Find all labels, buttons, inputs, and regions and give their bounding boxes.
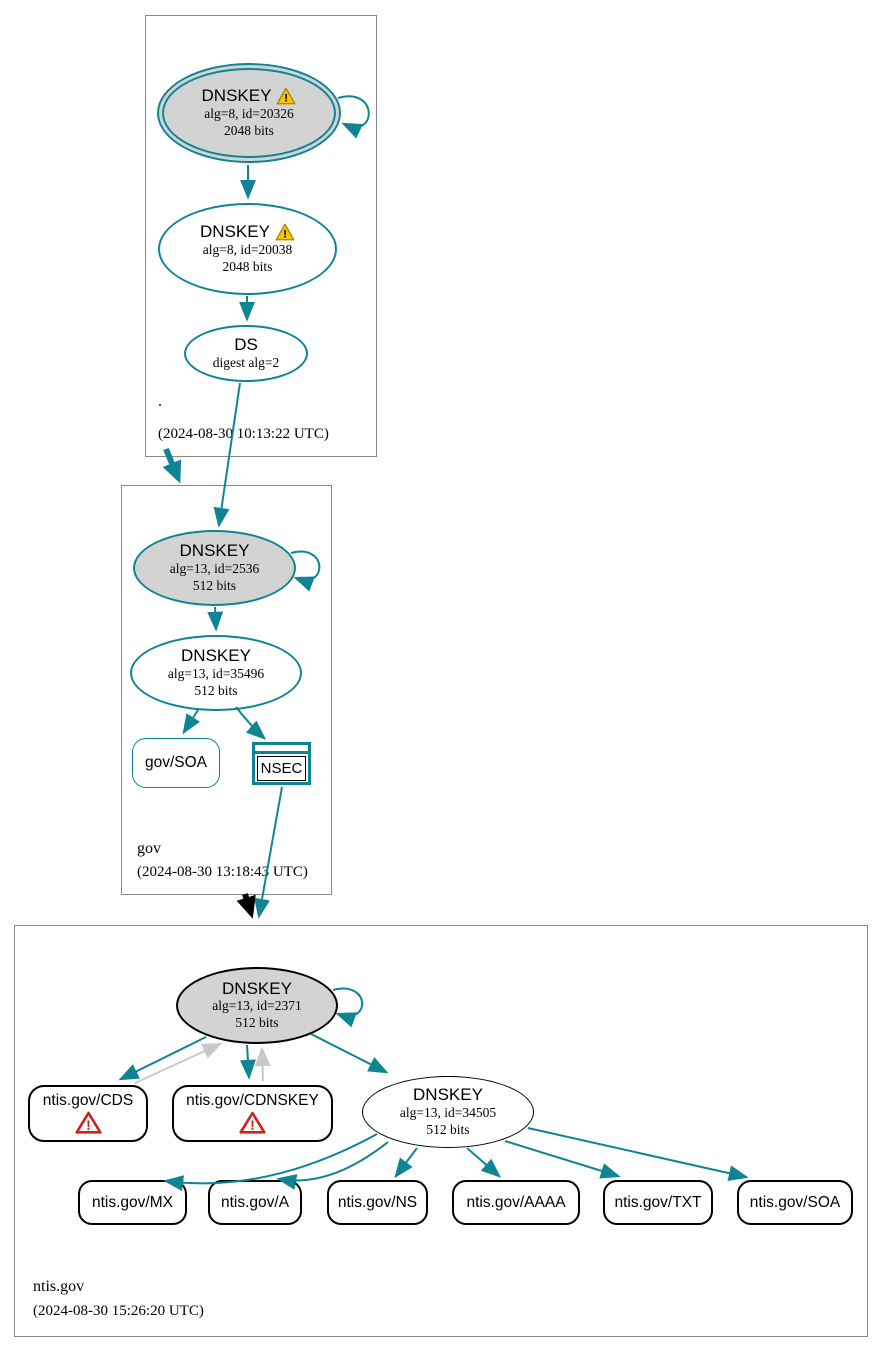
node-ntis-zsk-dnskey-34505[interactable]: DNSKEY alg=13, id=34505 512 bits: [362, 1076, 534, 1148]
node-ntis-record-aaaa[interactable]: ntis.gov/AAAA: [452, 1180, 580, 1225]
node-ntis-zsk-bits: 512 bits: [426, 1121, 470, 1137]
record-label: ntis.gov/TXT: [614, 1193, 702, 1211]
node-root-zsk-dnskey-20038[interactable]: DNSKEY ! alg=8, id=20038 2048 bits: [158, 203, 337, 295]
record-label: ntis.gov/SOA: [749, 1193, 841, 1211]
node-ntis-cds[interactable]: ntis.gov/CDS !: [28, 1085, 148, 1142]
node-root-ksk-dnskey-20326[interactable]: DNSKEY ! alg=8, id=20326 2048 bits: [157, 63, 341, 163]
node-gov-soa[interactable]: gov/SOA: [132, 738, 220, 788]
node-gov-soa-label: gov/SOA: [144, 754, 208, 771]
svg-text:!: !: [283, 229, 287, 241]
warning-icon: !: [276, 87, 296, 105]
record-label: ntis.gov/NS: [337, 1193, 418, 1211]
node-ntis-record-txt[interactable]: ntis.gov/TXT: [603, 1180, 713, 1225]
node-ntis-ksk-bits: 512 bits: [235, 1015, 279, 1031]
node-ntis-cdnskey-label: ntis.gov/CDNSKEY: [186, 1092, 319, 1109]
zone-label-root: .: [158, 393, 162, 410]
error-icon: !: [239, 1111, 266, 1134]
node-root-zsk-title: DNSKEY: [200, 222, 270, 242]
zone-timestamp-gov: (2024-08-30 13:18:43 UTC): [137, 864, 308, 880]
warning-icon: !: [275, 223, 295, 241]
node-ntis-record-soa[interactable]: ntis.gov/SOA: [737, 1180, 853, 1225]
svg-text:!: !: [285, 93, 289, 105]
node-root-ksk-inner-ring: DNSKEY ! alg=8, id=20326 2048 bits: [162, 68, 336, 158]
node-ntis-record-ns[interactable]: ntis.gov/NS: [327, 1180, 428, 1225]
node-ntis-cds-label: ntis.gov/CDS: [42, 1092, 134, 1109]
node-root-ksk-title: DNSKEY: [201, 86, 272, 106]
node-root-zsk-bits: 2048 bits: [222, 258, 273, 274]
node-root-ds[interactable]: DS digest alg=2: [184, 325, 308, 382]
node-root-ds-alg: digest alg=2: [212, 354, 280, 370]
record-label: ntis.gov/A: [220, 1193, 290, 1211]
node-root-ds-title: DS: [234, 335, 258, 355]
node-gov-ksk-bits: 512 bits: [192, 577, 237, 593]
node-gov-zsk-alg: alg=13, id=35496: [167, 665, 265, 681]
svg-text:!: !: [250, 1117, 255, 1133]
node-root-ksk-alg: alg=8, id=20326: [204, 105, 294, 121]
svg-text:!: !: [86, 1117, 91, 1133]
record-label: ntis.gov/MX: [92, 1193, 173, 1211]
zone-timestamp-root: (2024-08-30 10:13:22 UTC): [158, 426, 329, 442]
zone-label-gov: gov: [137, 840, 161, 857]
node-ntis-zsk-alg: alg=13, id=34505: [399, 1104, 497, 1120]
node-ntis-ksk-dnskey-2371[interactable]: DNSKEY alg=13, id=2371 512 bits: [176, 967, 338, 1044]
node-gov-zsk-bits: 512 bits: [194, 682, 238, 698]
zone-label-ntis-gov: ntis.gov: [33, 1278, 85, 1295]
node-root-zsk-alg: alg=8, id=20038: [202, 241, 293, 257]
node-ntis-zsk-title: DNSKEY: [413, 1085, 483, 1105]
node-ntis-ksk-title: DNSKEY: [222, 978, 292, 998]
node-ntis-ksk-alg: alg=13, id=2371: [212, 998, 302, 1014]
node-gov-ksk-dnskey-2536[interactable]: DNSKEY alg=13, id=2536 512 bits: [133, 530, 296, 606]
node-ntis-record-mx[interactable]: ntis.gov/MX: [78, 1180, 187, 1225]
error-icon: !: [74, 1111, 102, 1134]
node-ntis-record-a[interactable]: ntis.gov/A: [208, 1180, 302, 1225]
node-gov-nsec-label: NSEC: [257, 756, 306, 781]
record-label: ntis.gov/AAAA: [466, 1193, 566, 1211]
nsec-header-band: [255, 745, 308, 754]
node-ntis-cdnskey[interactable]: ntis.gov/CDNSKEY !: [172, 1085, 333, 1142]
node-gov-ksk-title: DNSKEY: [179, 541, 250, 561]
zone-timestamp-ntis-gov: (2024-08-30 15:26:20 UTC): [33, 1303, 204, 1319]
edge-insecure-delegation-gov-to-ntis: [236, 893, 256, 919]
node-gov-nsec[interactable]: NSEC: [252, 742, 311, 785]
node-gov-zsk-dnskey-35496[interactable]: DNSKEY alg=13, id=35496 512 bits: [130, 635, 302, 711]
node-root-ksk-bits: 2048 bits: [224, 122, 274, 138]
node-gov-zsk-title: DNSKEY: [181, 646, 251, 666]
node-gov-ksk-alg: alg=13, id=2536: [169, 560, 260, 576]
